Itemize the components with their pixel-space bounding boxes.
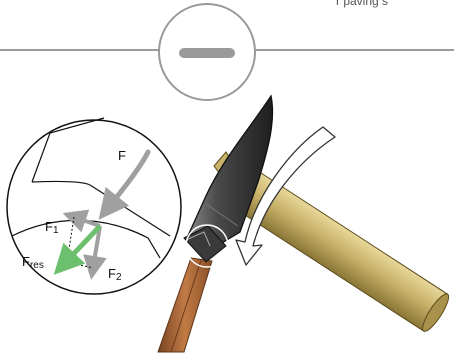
label-F2: F2 [108,266,122,283]
label-F1: F1 [45,219,59,236]
force-arrow-F1 [62,209,101,233]
minus-sign-icon [158,3,256,101]
swing-direction-arrow [235,126,336,266]
wooden-handle [157,257,213,353]
chisel-blade [183,94,274,263]
label-F: F [118,148,126,163]
force-arrow-Fres [53,224,102,275]
focus-circle [185,224,229,268]
force-arrow-F [98,149,151,220]
label-Fres: Fres [22,254,44,271]
header-partial-text: r paving s [336,0,389,8]
force-arrow-F2 [83,225,107,280]
